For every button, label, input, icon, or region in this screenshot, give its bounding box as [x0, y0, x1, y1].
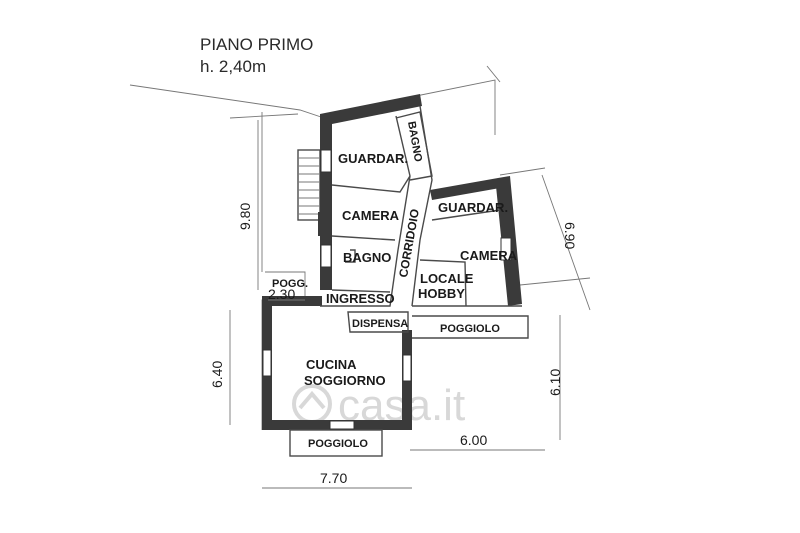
interior-walls [320, 105, 529, 339]
dim-2-30: 2.30 [268, 286, 295, 302]
windows [262, 149, 512, 430]
room-poggiolo-2: POGGIOLO [308, 438, 368, 450]
plan-height: h. 2,40m [200, 57, 266, 76]
room-camera-2: CAMERA [460, 248, 518, 263]
staircase [297, 149, 321, 221]
room-guardaroba-1: GUARDAR. [338, 151, 408, 166]
balcony-south [289, 429, 383, 457]
dim-6-10: 6.10 [547, 369, 563, 396]
dim-9-80: 9.80 [237, 203, 253, 230]
room-hobby: HOBBY [418, 286, 465, 301]
room-cucina: CUCINA [306, 357, 357, 372]
room-soggiorno: SOGGIORNO [304, 373, 386, 388]
room-pogg: POGG. [272, 278, 308, 290]
dimension-lines [229, 120, 591, 489]
room-dispensa: DISPENSA [352, 318, 408, 330]
room-camera-1: CAMERA [342, 208, 400, 223]
dim-6-90: 6.90 [562, 222, 578, 249]
room-locale: LOCALE [420, 271, 474, 286]
plan-title: PIANO PRIMO [200, 35, 313, 54]
room-poggiolo-1: POGGIOLO [440, 323, 500, 335]
room-ingresso: INGRESSO [326, 291, 395, 306]
room-guardaroba-2: GUARDAR. [438, 200, 508, 215]
dim-6-00: 6.00 [460, 432, 487, 448]
room-corridoio: CORRIDOIO [396, 208, 422, 279]
watermark-house-icon [298, 390, 326, 410]
dim-6-40: 6.40 [209, 361, 225, 388]
room-bagno-2: BAGNO [343, 250, 391, 265]
dim-7-70: 7.70 [320, 470, 347, 486]
